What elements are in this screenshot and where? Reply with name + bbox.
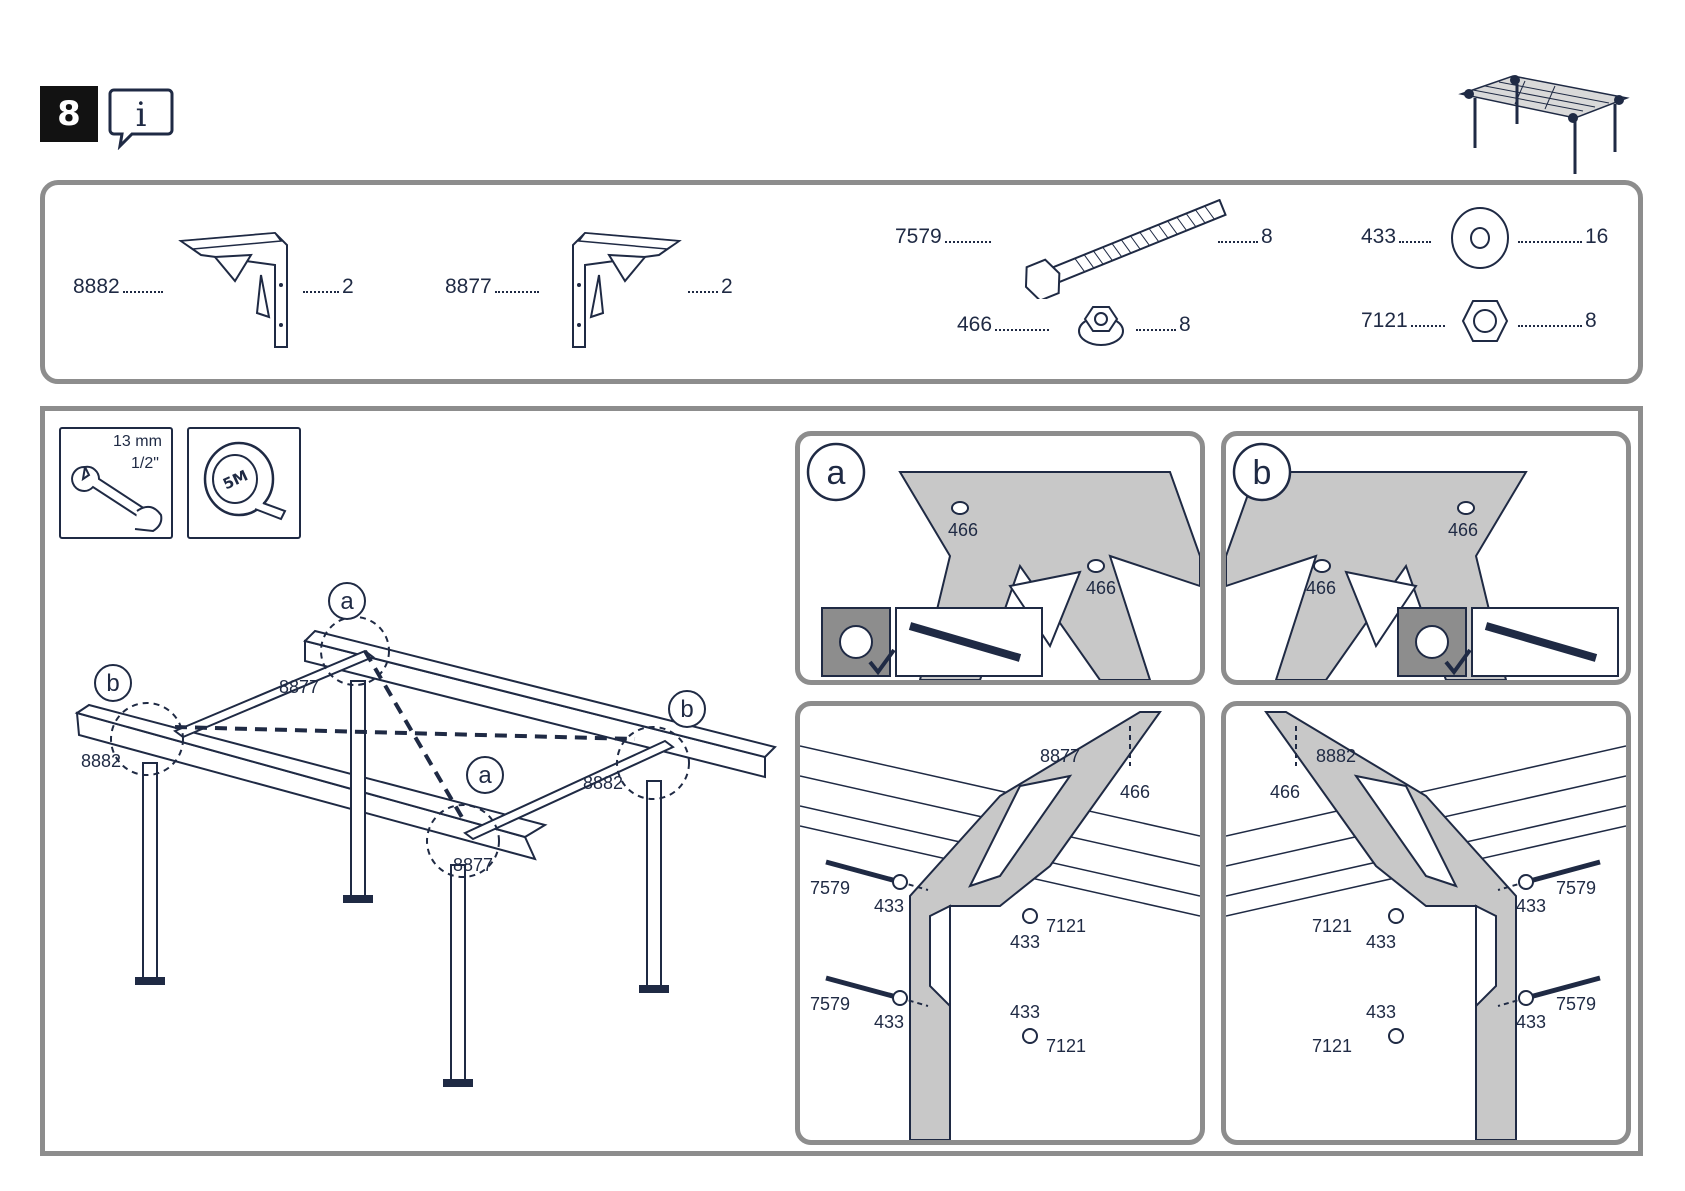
detail-b-letter: b: [1253, 454, 1272, 492]
detail-d-hexnut-label-1: 7121: [1312, 916, 1352, 936]
detail-d-bolt-label-2: 7579: [1556, 994, 1596, 1014]
detail-d-bracket-label: 8882: [1316, 746, 1356, 766]
info-speech-bubble-icon[interactable]: i: [108, 84, 174, 150]
detail-a-nut-label-1: 466: [948, 520, 978, 540]
detail-a-letter: a: [827, 454, 846, 492]
detail-b-nut-label-1: 466: [1448, 520, 1478, 540]
detail-d-bolt-label-1: 7579: [1556, 878, 1596, 898]
detail-c-nut-label: 466: [1120, 782, 1150, 802]
pergola-frame-drawing: a a b b 8877 8882 8882 8877: [65, 581, 825, 1151]
detail-panel-b: b 466 466: [1221, 431, 1631, 685]
hex-bolt-icon: [1005, 199, 1245, 299]
wrench-icon: [67, 459, 167, 535]
detail-c-washer-label-2: 433: [874, 1012, 904, 1032]
part-466-qty: 8: [1133, 313, 1191, 337]
overview-label-8882-left: 8882: [81, 751, 121, 771]
detail-c-washer-label-3: 433: [1010, 932, 1040, 952]
part-8877-code: 8877: [445, 275, 542, 299]
callout-b-left: b: [106, 670, 119, 697]
detail-a-nut-label-2: 466: [1086, 578, 1116, 598]
overview-label-8882-right: 8882: [583, 773, 623, 793]
callout-a-front: a: [478, 762, 492, 789]
overview-label-8877-front: 8877: [453, 855, 493, 875]
detail-panel-a: a 466 466: [795, 431, 1205, 685]
part-8882-qty: 2: [300, 275, 354, 299]
detail-b-nut-label-2: 466: [1306, 578, 1336, 598]
detail-panel-bracket-8882: 8882 466 7579 7579 433 433 433 433 7121 …: [1221, 701, 1631, 1145]
detail-d-washer-label-3: 433: [1366, 932, 1396, 952]
part-466-code: 466: [957, 313, 1052, 337]
callout-a-back: a: [340, 588, 354, 615]
washer-icon: [1445, 203, 1515, 273]
detail-c-hexnut-label-1: 7121: [1046, 916, 1086, 936]
overview-label-8877-back: 8877: [279, 677, 319, 697]
flange-nut-icon: [1075, 299, 1127, 349]
detail-c-washer-label-1: 433: [874, 896, 904, 916]
detail-panel-bracket-8877: 8877 466 7579 7579 433 433 433 433 7121 …: [795, 701, 1205, 1145]
assembly-panel: 13 mm 1/2" 5M: [40, 406, 1643, 1156]
corner-bracket-right-icon: [555, 225, 685, 355]
svg-text:i: i: [136, 95, 147, 135]
step-number-badge: 8: [40, 86, 98, 142]
detail-c-hexnut-label-2: 7121: [1046, 1036, 1086, 1056]
detail-d-nut-label: 466: [1270, 782, 1300, 802]
step-number: 8: [57, 94, 81, 134]
detail-c-bracket-label: 8877: [1040, 746, 1080, 766]
pergola-overview-thumbnail: [1455, 72, 1635, 178]
part-8882-code: 8882: [73, 275, 166, 299]
part-7579-qty: 8: [1215, 225, 1273, 249]
wrench-tool-box: 13 mm 1/2": [59, 427, 173, 539]
hex-nut-icon: [1457, 295, 1513, 347]
part-8877-qty: 2: [685, 275, 733, 299]
part-433-code: 433: [1361, 225, 1434, 249]
parts-list-panel: 8882 2 8877 2 7579 8 466: [40, 180, 1643, 384]
tape-measure-icon: 5M: [195, 435, 295, 533]
part-7579-code: 7579: [895, 225, 994, 249]
detail-c-bolt-label-2: 7579: [810, 994, 850, 1014]
corner-bracket-left-icon: [175, 225, 305, 355]
detail-d-washer-label-1: 433: [1516, 896, 1546, 916]
part-7121-code: 7121: [1361, 309, 1448, 333]
wrench-size-metric: 13 mm: [113, 433, 162, 451]
detail-d-hexnut-label-2: 7121: [1312, 1036, 1352, 1056]
tape-measure-tool-box: 5M: [187, 427, 301, 539]
part-7121-qty: 8: [1515, 309, 1597, 333]
detail-d-washer-label-4: 433: [1366, 1002, 1396, 1022]
detail-d-washer-label-2: 433: [1516, 1012, 1546, 1032]
detail-c-washer-label-4: 433: [1010, 1002, 1040, 1022]
callout-b-right: b: [680, 696, 693, 723]
part-433-qty: 16: [1515, 225, 1608, 249]
detail-c-bolt-label-1: 7579: [810, 878, 850, 898]
